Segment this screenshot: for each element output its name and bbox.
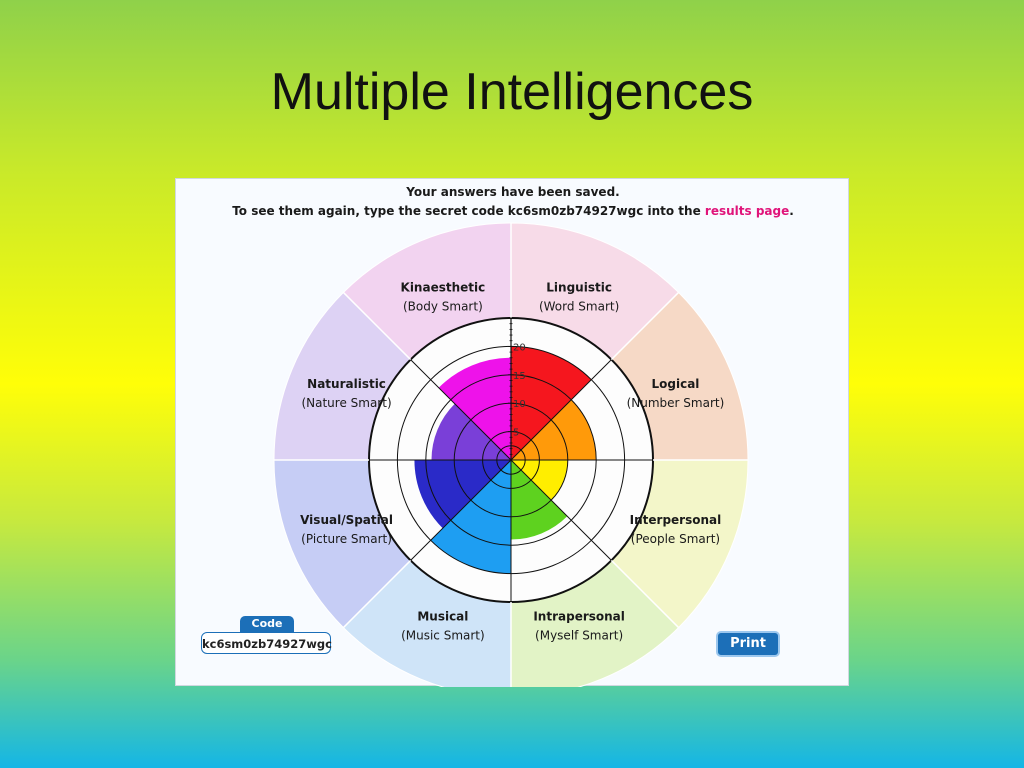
intelligence-wheel-chart: 5 10 15 20 Linguistic (Word Smart) Logical (Num… [273, 222, 749, 687]
category-label-intrapersonal: Intrapersonal [533, 609, 625, 623]
code-field[interactable]: kc6sm0zb74927wgc [201, 632, 332, 654]
data-wedge-naturalistic [431, 403, 511, 460]
spoke-outer-7 [342, 291, 412, 361]
spoke-inner-3 [510, 459, 612, 561]
spoke-inner-1 [510, 359, 612, 461]
data-wedge-musical [430, 460, 511, 574]
category-subtitle-musical: (Music Smart) [401, 628, 485, 642]
category-subtitle-naturalistic: (Nature Smart) [301, 396, 391, 410]
data-wedge-kinaesthetic [438, 357, 511, 460]
category-subtitle-intrapersonal: (Myself Smart) [535, 628, 623, 642]
category-label-naturalistic: Naturalistic [307, 377, 386, 391]
category-label-kinaesthetic: Kinaesthetic [401, 281, 486, 295]
category-label-logical: Logical [651, 377, 699, 391]
spoke-inner-5 [410, 459, 512, 561]
secret-code-notice: To see them again, type the secret code … [176, 204, 850, 218]
results-panel: Your answers have been saved. To see the… [175, 178, 850, 687]
data-wedge-intrapersonal [511, 460, 568, 540]
scale-label-20: 20 [513, 342, 526, 353]
category-subtitle-visual-spatial: (Picture Smart) [301, 532, 392, 546]
data-wedge-linguistic [511, 346, 592, 460]
category-subtitle-linguistic: (Word Smart) [539, 300, 619, 314]
category-label-linguistic: Linguistic [546, 281, 612, 295]
data-wedge-logical [511, 399, 597, 460]
spoke-outer-3 [610, 559, 680, 629]
category-subtitle-logical: (Number Smart) [627, 396, 725, 410]
scale-label-10: 10 [513, 399, 526, 410]
slide-title: Multiple Intelligences [270, 63, 754, 121]
scale-label-5: 5 [513, 428, 519, 439]
category-subtitle-kinaesthetic: (Body Smart) [403, 300, 483, 314]
notice-period: . [789, 204, 794, 218]
data-wedge-interpersonal [511, 460, 568, 501]
spoke-outer-5 [342, 559, 412, 629]
saved-notice: Your answers have been saved. [406, 185, 620, 199]
print-button[interactable]: Print [716, 631, 780, 657]
results-page-link[interactable]: results page [704, 204, 790, 218]
category-label-interpersonal: Interpersonal [630, 513, 722, 527]
data-wedge-visual-spatial [414, 460, 511, 529]
spoke-outer-1 [610, 291, 680, 361]
category-label-visual-spatial: Visual/Spatial [300, 513, 393, 527]
scale-label-15: 15 [513, 371, 526, 382]
code-tab: Code [240, 616, 294, 632]
secret-code-text: To see them again, type the secret code … [232, 204, 705, 218]
spoke-inner-7 [410, 359, 512, 461]
category-label-musical: Musical [417, 609, 468, 623]
category-subtitle-interpersonal: (People Smart) [631, 532, 720, 546]
